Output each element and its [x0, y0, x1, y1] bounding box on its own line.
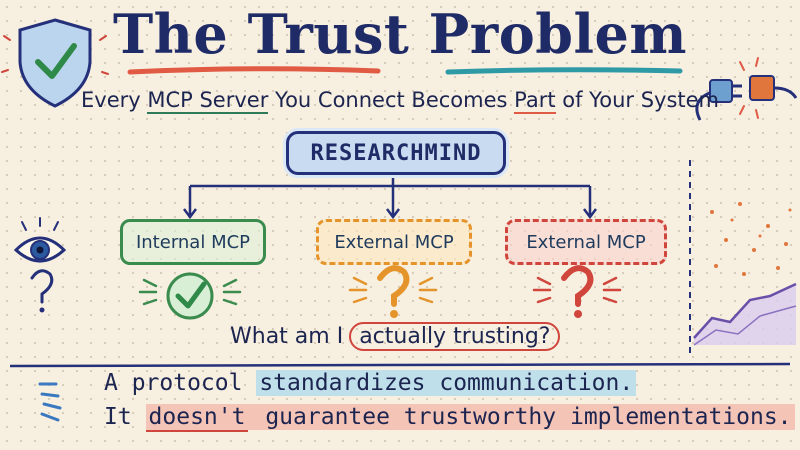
title-underline-red — [127, 66, 381, 75]
question-before: What am I — [230, 324, 344, 349]
external-mcp-node-2: External MCP — [505, 219, 667, 265]
subtitle-mcp-server: MCP Server — [147, 88, 269, 114]
shield-check-icon — [1, 18, 109, 108]
title-underline-teal — [445, 67, 683, 75]
statement-2-after: guarantee trustworthy implementations. — [248, 404, 795, 430]
section-divider — [9, 362, 791, 368]
subtitle: Every MCP Server You Connect Becomes Par… — [60, 88, 740, 114]
statement-1-before: A protocol — [104, 370, 257, 396]
trend-chart-icon — [689, 160, 797, 355]
external-mcp-node-1: External MCP — [316, 219, 472, 265]
subtitle-before: Every — [81, 88, 148, 112]
red-question-icon — [532, 265, 622, 318]
subtitle-part: Part — [514, 88, 556, 114]
check-icon — [138, 272, 242, 320]
bullet-dashes — [38, 382, 62, 422]
researchmind-node: RESEARCHMIND — [286, 131, 506, 175]
statement-2-before: It — [104, 404, 146, 430]
question-icon — [30, 269, 54, 313]
statement-line-1: A protocol standardizes communication. — [104, 370, 637, 396]
subtitle-middle: You Connect Becomes — [268, 88, 515, 112]
page-title: The Trust Problem — [112, 2, 688, 66]
connector-lines — [183, 170, 597, 220]
internal-mcp-node: Internal MCP — [120, 219, 266, 265]
statement-1-highlight: standardizes communication. — [256, 370, 637, 396]
subtitle-after: of Your System — [555, 88, 719, 112]
statement-2-highlight: doesn't — [145, 404, 249, 432]
question-circled: actually trusting? — [349, 322, 561, 351]
eye-icon — [13, 217, 67, 263]
plug-icon — [695, 57, 798, 121]
statement-line-2: It doesn't guarantee trustworthy impleme… — [104, 404, 795, 432]
orange-question-icon — [348, 265, 438, 318]
